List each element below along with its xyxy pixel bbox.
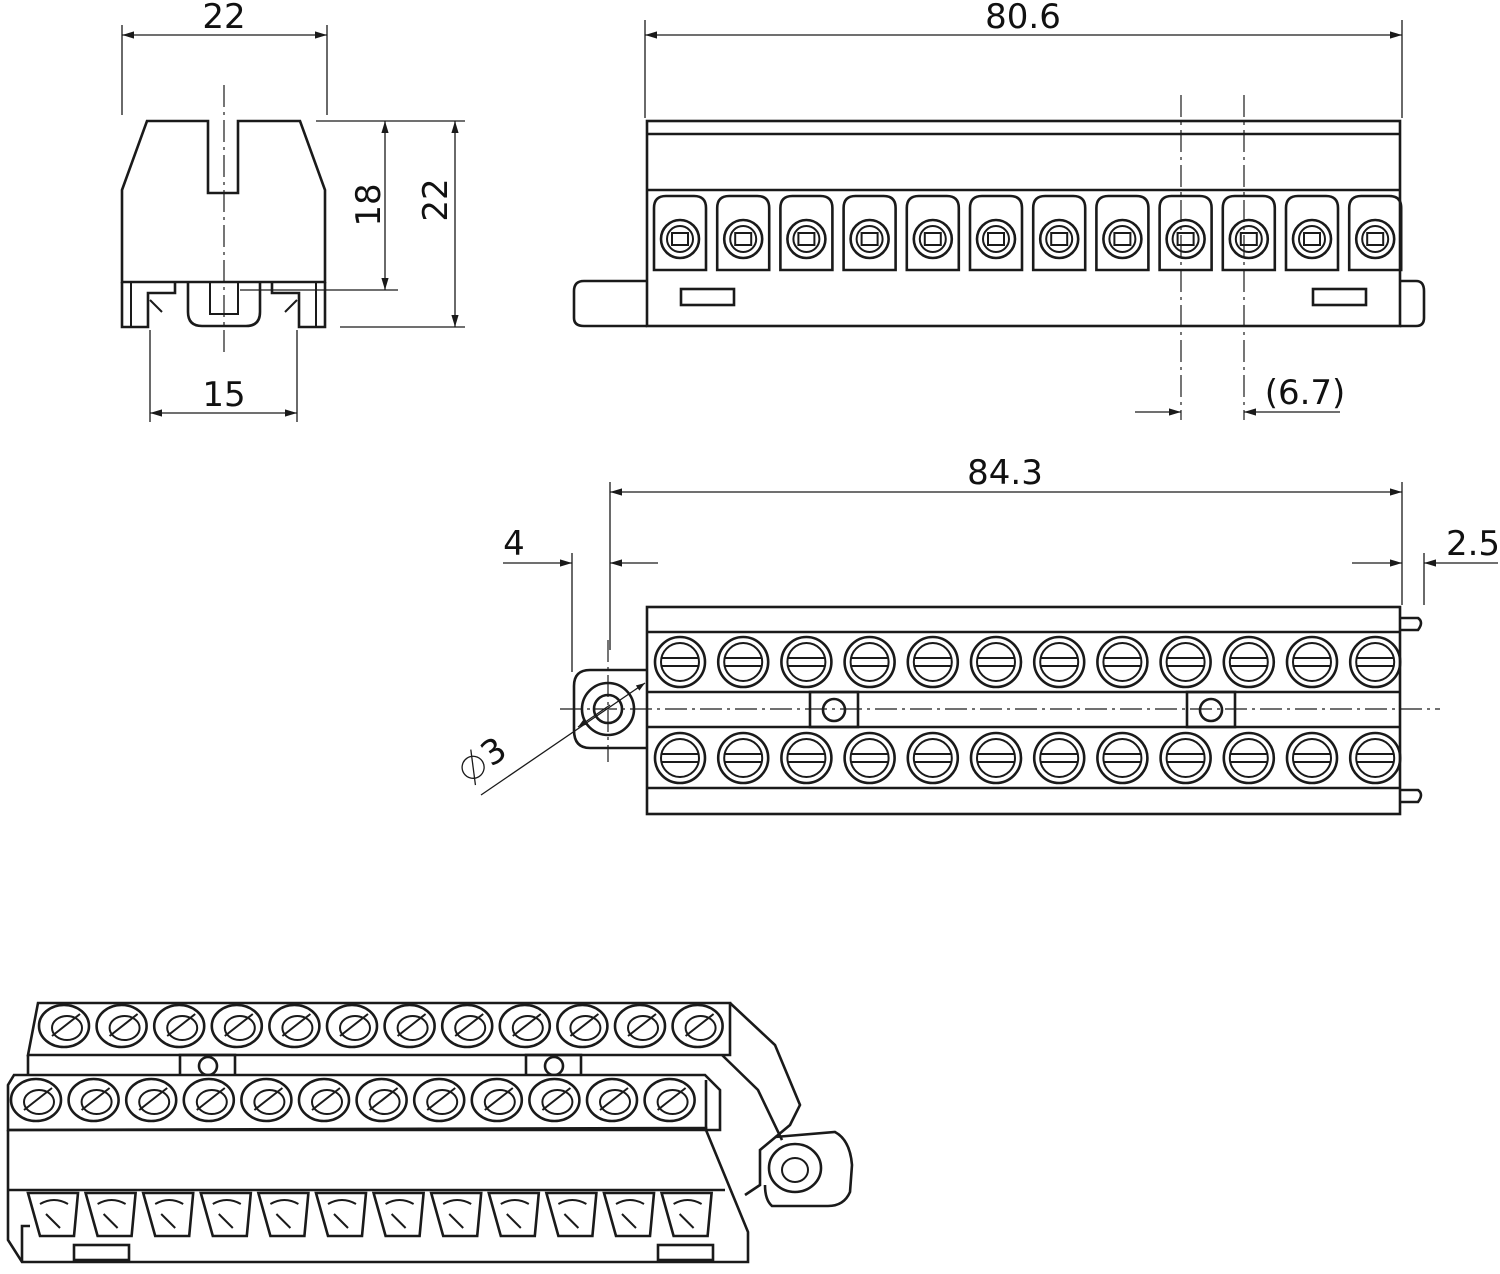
front-terminal	[968, 194, 1024, 272]
top-terminal	[1348, 731, 1402, 785]
front-terminal	[715, 194, 771, 272]
iso-terminal-opening	[659, 1191, 714, 1238]
top-terminal	[716, 635, 770, 689]
top-terminal	[1096, 731, 1149, 785]
front-terminal	[1347, 194, 1403, 272]
iso-terminal	[383, 1003, 436, 1049]
top-terminal	[1096, 635, 1149, 689]
dim-side-height-total: 22	[416, 178, 456, 221]
top-terminal	[1285, 731, 1339, 785]
front-terminal-row	[652, 194, 1403, 272]
iso-terminal	[9, 1077, 63, 1123]
top-terminal-row-a	[653, 635, 1402, 689]
top-terminal	[1032, 635, 1086, 689]
dim-top-offset-right: 2.5	[1446, 524, 1500, 564]
iso-terminal	[412, 1077, 466, 1123]
iso-terminal	[95, 1003, 148, 1049]
front-terminal	[1158, 194, 1213, 272]
top-terminal	[653, 635, 707, 689]
dim-top-length: 84.3	[967, 453, 1043, 493]
front-terminal	[1221, 194, 1277, 272]
top-terminal	[1285, 635, 1339, 689]
top-terminal	[969, 635, 1023, 689]
iso-terminal-opening	[199, 1191, 253, 1238]
top-terminal	[780, 635, 833, 689]
iso-terminal-row-back	[37, 1003, 724, 1049]
iso-terminal-opening	[602, 1191, 656, 1238]
top-terminal	[843, 635, 896, 689]
iso-terminal	[671, 1003, 724, 1049]
iso-terminal	[556, 1003, 609, 1049]
iso-terminal-row-lower	[26, 1191, 714, 1238]
iso-terminal	[470, 1077, 524, 1123]
iso-terminal	[440, 1003, 494, 1049]
dim-front-pitch: (6.7)	[1265, 373, 1346, 413]
isometric-view	[6, 1001, 854, 1264]
iso-terminal	[67, 1077, 120, 1123]
front-terminal	[1095, 194, 1150, 272]
top-terminal	[906, 635, 960, 689]
iso-terminal	[643, 1077, 696, 1123]
front-view: 80.6 (6.7)	[572, 0, 1426, 420]
iso-terminal-opening	[26, 1191, 80, 1238]
top-terminal	[906, 731, 960, 785]
front-terminal	[1031, 194, 1087, 272]
iso-terminal	[124, 1077, 178, 1123]
iso-terminal	[585, 1077, 639, 1123]
iso-terminal	[210, 1003, 264, 1049]
top-terminal	[843, 731, 896, 785]
top-terminal	[653, 731, 707, 785]
front-terminal	[905, 194, 961, 272]
top-terminal	[969, 731, 1023, 785]
front-terminal	[1284, 194, 1340, 272]
dim-side-height-inner: 18	[349, 183, 389, 226]
iso-terminal	[240, 1077, 293, 1123]
top-terminal	[716, 731, 770, 785]
iso-terminal	[297, 1077, 351, 1123]
side-view: 22 18 22 15	[120, 0, 465, 422]
iso-terminal-opening	[429, 1191, 483, 1238]
iso-terminal-opening	[256, 1191, 310, 1238]
top-terminal	[1222, 731, 1276, 785]
front-terminal	[842, 194, 897, 272]
iso-terminal	[182, 1077, 236, 1123]
front-terminal	[779, 194, 834, 272]
iso-terminal	[37, 1003, 91, 1049]
iso-terminal	[152, 1003, 206, 1049]
iso-terminal	[528, 1077, 581, 1123]
iso-terminal	[325, 1003, 379, 1049]
iso-terminal	[613, 1003, 667, 1049]
iso-terminal	[498, 1003, 552, 1049]
dim-side-rail: 15	[202, 375, 245, 415]
dim-front-length: 80.6	[985, 0, 1061, 37]
iso-terminal-opening	[487, 1191, 541, 1238]
iso-terminal	[268, 1003, 321, 1049]
top-terminal	[1032, 731, 1086, 785]
dim-top-offset-left: 4	[503, 524, 525, 564]
top-view: 84.3 4 2.5 3	[461, 453, 1500, 816]
dim-hole-diameter: 3	[474, 729, 514, 774]
iso-terminal-opening	[314, 1191, 368, 1238]
iso-terminal-row-front	[9, 1077, 696, 1123]
iso-terminal	[355, 1077, 408, 1123]
top-terminal	[780, 731, 833, 785]
top-terminal-row-b	[653, 731, 1402, 785]
iso-terminal-opening	[544, 1191, 598, 1238]
top-terminal	[1348, 635, 1402, 689]
front-terminal	[652, 194, 708, 272]
dim-side-width: 22	[202, 0, 245, 37]
top-terminal	[1159, 731, 1212, 785]
iso-terminal-opening	[371, 1191, 426, 1238]
top-terminal	[1159, 635, 1212, 689]
top-terminal	[1222, 635, 1276, 689]
iso-terminal-opening	[141, 1191, 195, 1238]
iso-terminal-opening	[83, 1191, 138, 1238]
